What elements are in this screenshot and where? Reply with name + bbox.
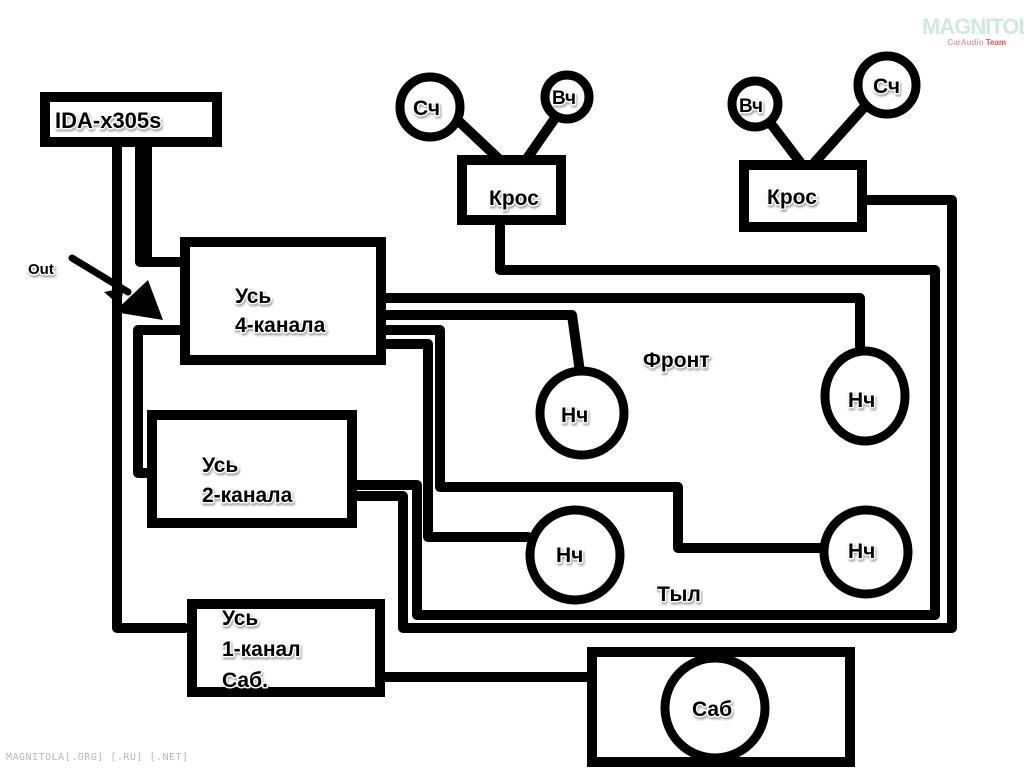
woofer-front-right-label: Нч (848, 389, 875, 412)
mid-left-speaker (395, 72, 465, 142)
amp2-label-line1: Усь (202, 454, 238, 477)
logo-main-text: MAGNITOLA (922, 14, 1024, 39)
wire-amp4-front-left (378, 310, 585, 377)
mid-left-label: Сч (413, 97, 440, 120)
woofer-front-left-label: Нч (561, 404, 588, 427)
logo-sub-text: CarAudio Team (922, 38, 1012, 48)
wire-cross-right-mid-line (810, 98, 873, 167)
woofer-rear-left-speaker (525, 505, 625, 605)
amp4-label-line2: 4-канала (235, 314, 326, 337)
subwoofer-speaker (660, 653, 770, 763)
crossover-right-label: Крос (767, 186, 817, 209)
amp-2ch-box (147, 410, 357, 528)
woofer-front-left-speaker (535, 366, 629, 460)
crossover-right-box (739, 160, 867, 232)
crossover-left-label: Крос (489, 187, 539, 210)
tweeter-right-label: Вч (739, 96, 763, 117)
wire-amp2-to-cross-left (347, 215, 940, 620)
woofer-rear-right-label: Нч (848, 540, 875, 563)
amp1-label-line3: Саб. (222, 669, 268, 692)
mid-right-label: Сч (873, 75, 900, 98)
tweeter-right-speaker (727, 76, 783, 132)
wire-hu-to-amp1 (112, 140, 190, 633)
crossover-left-box (457, 155, 566, 225)
woofer-rear-right-speaker (819, 505, 913, 599)
amp-4ch-box (180, 237, 386, 365)
tweeter-left-speaker (540, 70, 594, 124)
amp-1ch-box (187, 599, 385, 697)
wire-amp2-to-cross-right (347, 195, 957, 633)
magnitola-logo: MAGNITOLA CarAudio Team (922, 14, 1024, 50)
logo-sub-left: CarAudio (947, 38, 984, 47)
amp1-label-line1: Усь (222, 607, 258, 630)
wire-amp4-rear-left (378, 339, 533, 542)
logo-sub-right: Team (985, 38, 1006, 47)
tweeter-left-label: Вч (552, 88, 576, 109)
amp2-label-line2: 2-канала (202, 484, 293, 507)
amp4-label-line1: Усь (235, 285, 271, 308)
wire-amp4-rear-right (378, 325, 830, 553)
wire-hu-to-amp4-a (135, 140, 190, 267)
subwoofer-label: Саб (692, 698, 732, 721)
woofer-front-right-speaker (820, 346, 910, 446)
watermark-text: MAGNITOLA[.ORG] [.RU] [.NET] (6, 752, 189, 763)
out-label: Out (28, 261, 54, 278)
out-arrow-icon (68, 254, 163, 320)
head-unit-label: IDA-x305s (55, 108, 161, 133)
wire-amp4-front-right (378, 293, 865, 355)
amp1-label-line2: 1-канал (222, 638, 301, 661)
head-unit-box (40, 92, 222, 147)
woofer-rear-left-label: Нч (556, 544, 583, 567)
mid-right-speaker (853, 51, 921, 119)
front-label: Фронт (643, 349, 710, 372)
rear-label: Тыл (657, 583, 701, 606)
